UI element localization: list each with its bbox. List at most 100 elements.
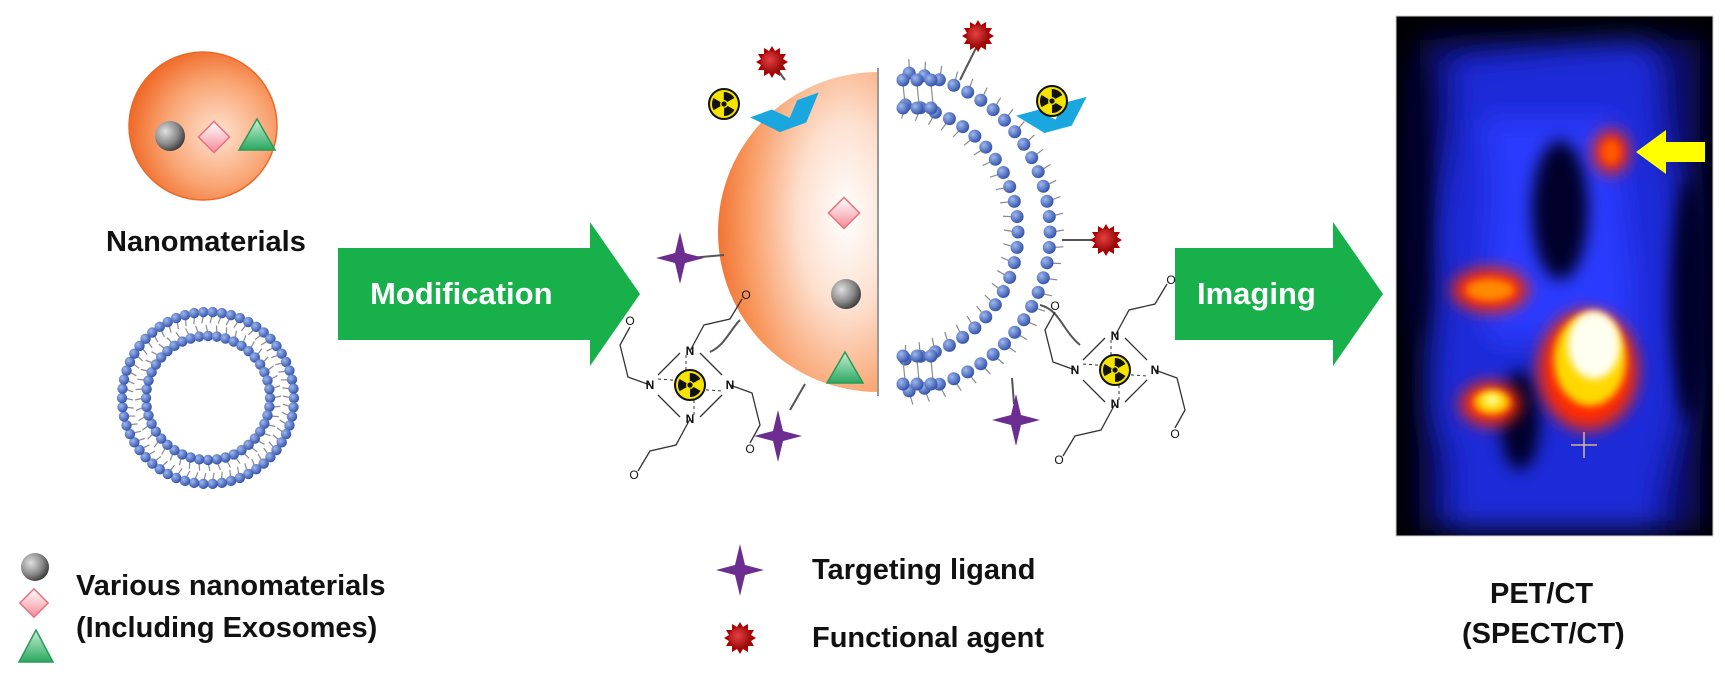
lipid-head: [1010, 210, 1024, 224]
lipid-head: [124, 428, 136, 440]
lipid-head: [129, 348, 140, 359]
functional-agent-icon: [756, 46, 788, 78]
oxygen-atom: O: [741, 288, 750, 302]
lipid-head: [288, 392, 300, 404]
lipid-head: [202, 454, 214, 466]
lipid-head: [150, 359, 162, 370]
lipid-head: [243, 316, 254, 328]
lipid-head: [216, 477, 228, 489]
lipid-head: [265, 333, 276, 345]
imaging-label: Imaging: [1197, 276, 1316, 311]
lipid-head: [146, 367, 157, 378]
lipid-head: [141, 401, 152, 413]
pet-ct-label: PET/CT: [1490, 578, 1594, 610]
lipid-head: [150, 426, 162, 437]
lipid-head: [185, 333, 196, 344]
lipid-head: [225, 309, 237, 321]
nitrogen-atom: N: [726, 378, 735, 392]
lipid-head: [910, 377, 924, 391]
lipid-head: [198, 306, 209, 318]
radiation-icon: [707, 88, 740, 121]
functional-agent-label: Functional agent: [812, 622, 1044, 654]
lipid-head: [968, 321, 982, 335]
lipid-head: [1003, 180, 1017, 194]
lipid-head: [154, 321, 165, 333]
lipid-head: [118, 374, 130, 385]
lipid-head: [1031, 285, 1045, 299]
lipid-head: [193, 331, 205, 342]
oxygen-atom: O: [1170, 427, 1179, 441]
lipid-head: [249, 352, 261, 363]
lipid-head: [258, 327, 269, 338]
lipid-head: [225, 475, 237, 487]
lipid-head: [251, 321, 262, 333]
functional-agent-icon: [962, 20, 994, 52]
lipid-head: [271, 444, 282, 456]
lipid-head: [262, 375, 273, 386]
various-nanomaterials-label: Various nanomaterials: [76, 570, 386, 602]
oxygen-atom: O: [625, 314, 634, 328]
lipid-head: [188, 477, 200, 489]
lipid-head: [1040, 194, 1054, 208]
lipid-head: [910, 101, 924, 115]
lipid-head: [141, 383, 152, 395]
pet-ct-image: [1396, 16, 1713, 536]
lipid-head: [264, 401, 275, 413]
lipid-head: [118, 411, 130, 422]
lipid-head: [207, 306, 218, 318]
lipid-head: [896, 377, 910, 391]
lipid-head: [1010, 240, 1024, 254]
lipid-head: [284, 365, 295, 376]
lipid-head: [259, 367, 270, 378]
lipid-head: [288, 383, 299, 394]
lipid-head: [956, 120, 970, 134]
modification-arrow: [338, 222, 640, 366]
lipid-head: [198, 478, 209, 490]
nitrogen-atom: N: [1111, 329, 1120, 343]
oxygen-atom: O: [745, 442, 754, 456]
lipid-head: [169, 444, 180, 456]
lipid-head: [942, 112, 956, 126]
lipid-head: [288, 402, 299, 413]
lipid-head: [947, 372, 961, 386]
lipid-head: [986, 103, 1000, 117]
lipid-head: [117, 402, 128, 413]
lipid-head: [143, 410, 154, 421]
lipid-head: [124, 356, 136, 368]
lipid-head: [924, 377, 938, 391]
nitrogen-atom: N: [686, 344, 695, 358]
functional-agent-icon: [1090, 224, 1122, 256]
pointer-arrow-icon: [1636, 130, 1705, 174]
half-liposome-bilayer: [896, 58, 1065, 405]
lipid-head: [117, 383, 128, 394]
lipid-head: [1040, 256, 1054, 270]
lipid-head: [1043, 225, 1057, 239]
lipid-head: [280, 356, 292, 368]
targeting-ligand-icon: [754, 410, 802, 462]
chelator-bracket-right: [1016, 85, 1087, 133]
lipid-head: [968, 129, 982, 143]
lipid-head: [979, 140, 993, 154]
oxygen-atom: O: [1050, 299, 1059, 313]
lipid-head: [1042, 240, 1056, 254]
lipid-head: [280, 428, 292, 440]
lipid-head: [234, 312, 246, 324]
lipid-head: [286, 411, 298, 422]
exosome-bilayer: [116, 306, 300, 490]
radiation-icon: [1035, 85, 1068, 118]
lipid-head: [1017, 313, 1031, 327]
imaging-arrow: [1175, 222, 1383, 366]
gray-sphere-icon: [831, 279, 861, 309]
lipid-head: [154, 463, 165, 475]
oxygen-atom: O: [1166, 273, 1175, 287]
lipid-head: [924, 73, 938, 87]
lipid-head: [988, 152, 1002, 166]
lipid-head: [185, 452, 196, 463]
lipid-head: [121, 420, 132, 431]
lipid-head: [265, 451, 276, 463]
lipid-head: [162, 316, 173, 328]
lipid-head: [996, 285, 1010, 299]
